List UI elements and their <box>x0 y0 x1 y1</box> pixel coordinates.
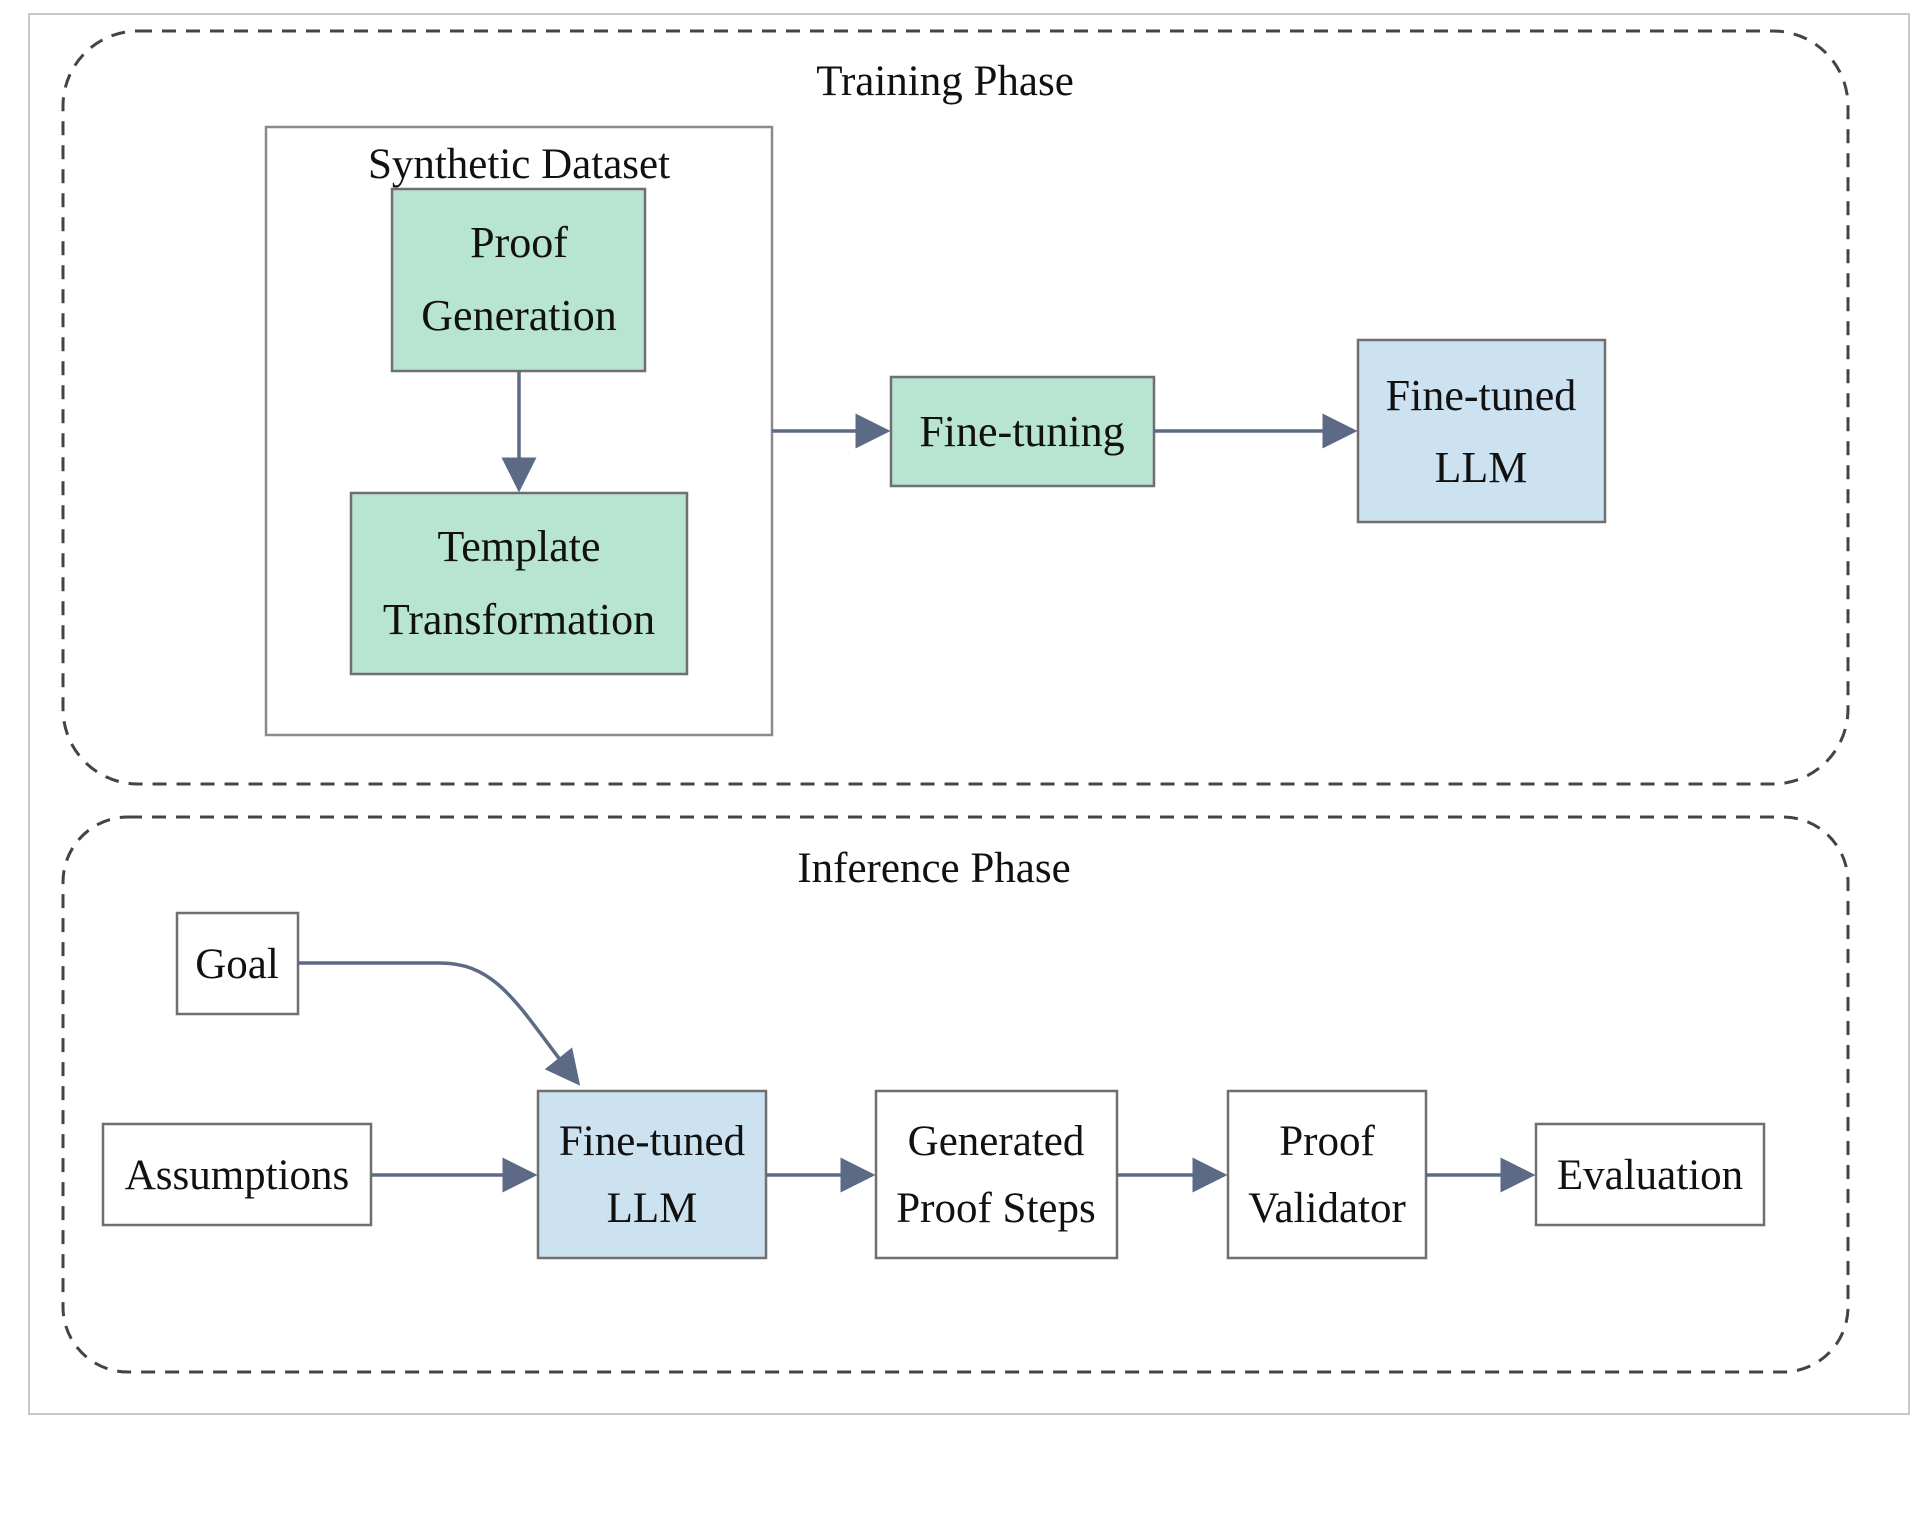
goal-label: Goal <box>195 941 279 988</box>
synthetic-dataset-title: Synthetic Dataset <box>368 141 670 188</box>
assumptions-node: Assumptions <box>101 1122 373 1227</box>
training-fine-tuned-llm-label-line2: LLM <box>1435 443 1528 492</box>
inference-fine-tuned-llm-node: Fine-tuned LLM <box>536 1089 768 1260</box>
inference-phase-panel <box>61 815 1850 1374</box>
proof-validator-node: Proof Validator <box>1226 1089 1428 1260</box>
proof-validator-label-line1: Proof <box>1279 1118 1375 1165</box>
proof-generation-node: Proof Generation <box>390 187 647 373</box>
training-fine-tuned-llm-node: Fine-tuned LLM <box>1356 338 1607 524</box>
evaluation-node: Evaluation <box>1534 1122 1766 1227</box>
fine-tuning-label: Fine-tuning <box>919 407 1124 456</box>
training-fine-tuned-llm-label-line1: Fine-tuned <box>1386 371 1577 420</box>
training-phase-panel <box>61 29 1850 786</box>
generated-proof-steps-label-line1: Generated <box>908 1118 1085 1165</box>
template-transformation-label-line1: Template <box>437 522 600 571</box>
arrow-goal-to-fine-tuned-llm <box>298 961 581 1086</box>
inference-fine-tuned-llm-label-line2: LLM <box>607 1185 698 1232</box>
fine-tuning-node: Fine-tuning <box>889 375 1156 488</box>
proof-generation-label-line1: Proof <box>470 218 568 267</box>
template-transformation-label-line2: Transformation <box>383 595 655 644</box>
generated-proof-steps-node: Generated Proof Steps <box>874 1089 1119 1260</box>
template-transformation-node: Template Transformation <box>349 491 689 676</box>
proof-validator-label-line2: Validator <box>1248 1185 1406 1232</box>
generated-proof-steps-label-line2: Proof Steps <box>896 1185 1095 1232</box>
inference-phase-title: Inference Phase <box>797 845 1070 892</box>
evaluation-label: Evaluation <box>1557 1152 1743 1199</box>
inference-fine-tuned-llm-label-line1: Fine-tuned <box>559 1118 745 1165</box>
training-phase-title: Training Phase <box>816 58 1074 105</box>
assumptions-label: Assumptions <box>125 1152 350 1199</box>
proof-generation-label-line2: Generation <box>421 291 616 340</box>
goal-node: Goal <box>175 911 300 1016</box>
